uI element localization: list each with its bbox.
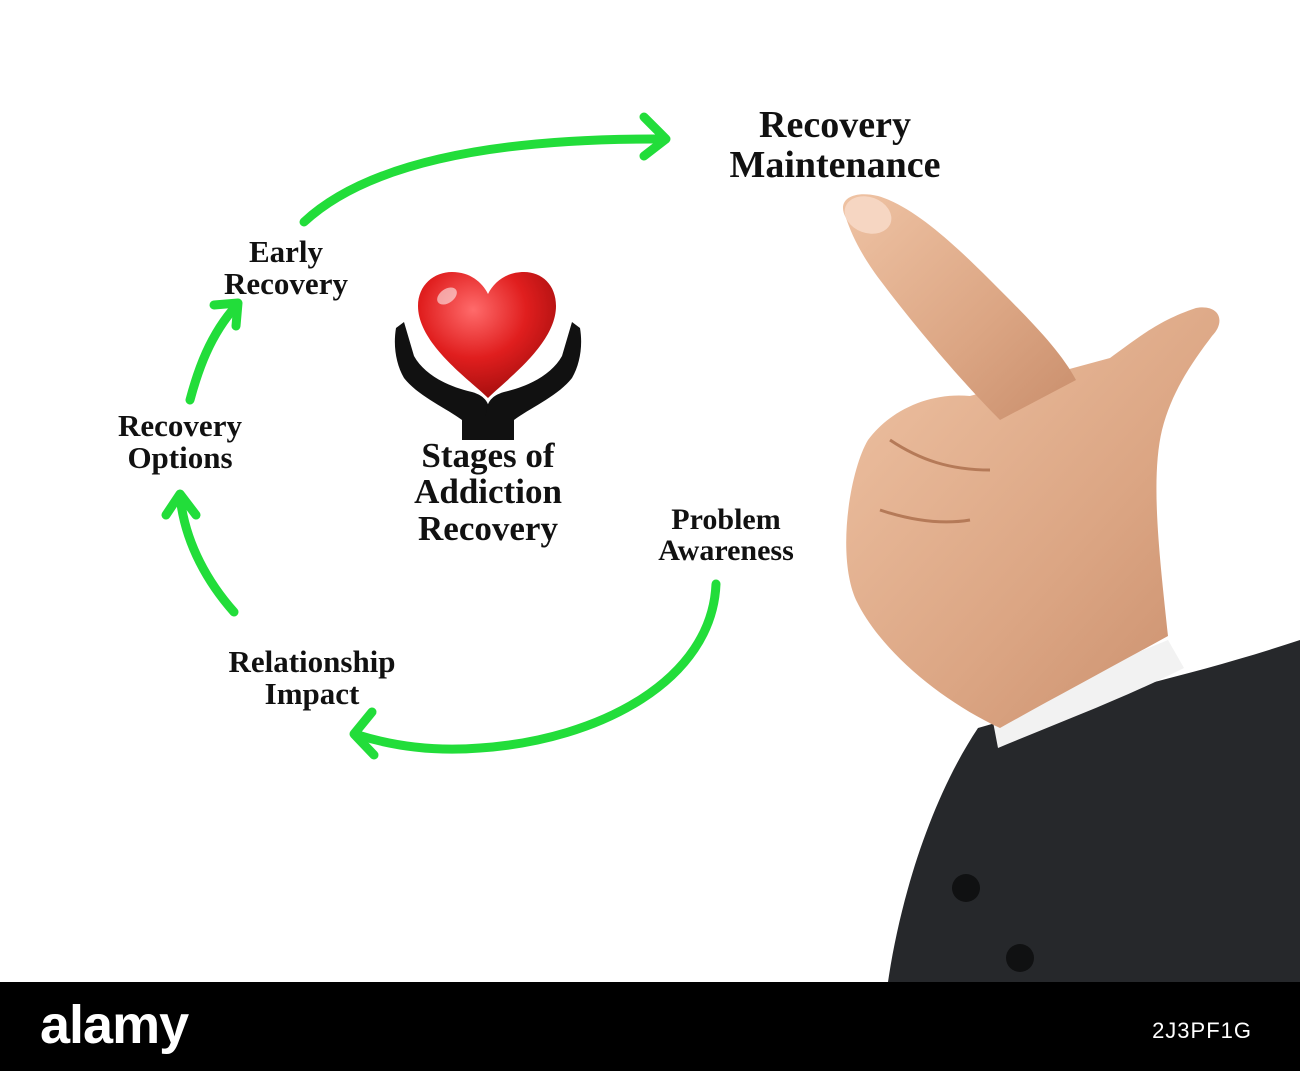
title-line: Addiction: [414, 472, 562, 512]
alamy-logo: alamy: [40, 995, 189, 1055]
image-code: 2J3PF1G: [1152, 1018, 1252, 1043]
stage-relationship-impact: Relationship Impact: [196, 644, 428, 712]
arrow-options-to-early-head: [209, 298, 243, 331]
index-finger: [842, 194, 1076, 420]
stage-line: Options: [127, 440, 233, 476]
heart-in-hands-icon: [394, 272, 582, 440]
suit-sleeve: [888, 640, 1300, 982]
arrow-awareness-to-impact-head: [349, 707, 379, 760]
stage-line: Recovery: [224, 266, 348, 302]
stage-line: Problem: [671, 503, 781, 536]
arrow-early-to-maintenance-head: [639, 112, 671, 161]
stage-early-recovery: Early Recovery: [196, 234, 376, 302]
stage-problem-awareness: Problem Awareness: [628, 503, 824, 568]
stock-photo-footer: alamy 2J3PF1G: [0, 982, 1300, 1071]
stage-line: Awareness: [658, 534, 794, 568]
title-line: Recovery: [418, 508, 558, 548]
stage-line: Recovery: [759, 104, 911, 146]
stage-line: Early: [248, 234, 324, 269]
arrow-impact-to-options-head: [161, 489, 201, 520]
arrow-options-to-early: [185, 301, 241, 405]
title-line: Stages of: [421, 436, 555, 475]
arrow-impact-to-options: [175, 491, 239, 617]
arrow-awareness-to-impact: [353, 579, 721, 754]
stage-line: Maintenance: [729, 143, 941, 186]
hand-palm: [846, 307, 1220, 728]
heart-icon: [418, 272, 556, 398]
stage-line: Recovery: [118, 408, 242, 443]
arrow-early-to-maintenance: [299, 134, 667, 227]
stage-recovery-maintenance: Recovery Maintenance: [690, 104, 980, 186]
sleeve-button: [1006, 944, 1034, 972]
stage-line: Impact: [264, 676, 360, 712]
diagram-center-title: Stages of Addiction Recovery: [380, 436, 596, 548]
right-hand-icon: [486, 322, 582, 440]
stage-line: Relationship: [228, 644, 396, 679]
left-hand-icon: [394, 322, 490, 440]
pointing-hand-photo: [842, 194, 1300, 982]
sleeve-button: [952, 874, 980, 902]
stage-recovery-options: Recovery Options: [92, 408, 268, 476]
cycle-arrows: [161, 112, 721, 760]
shirt-cuff: [990, 640, 1184, 748]
